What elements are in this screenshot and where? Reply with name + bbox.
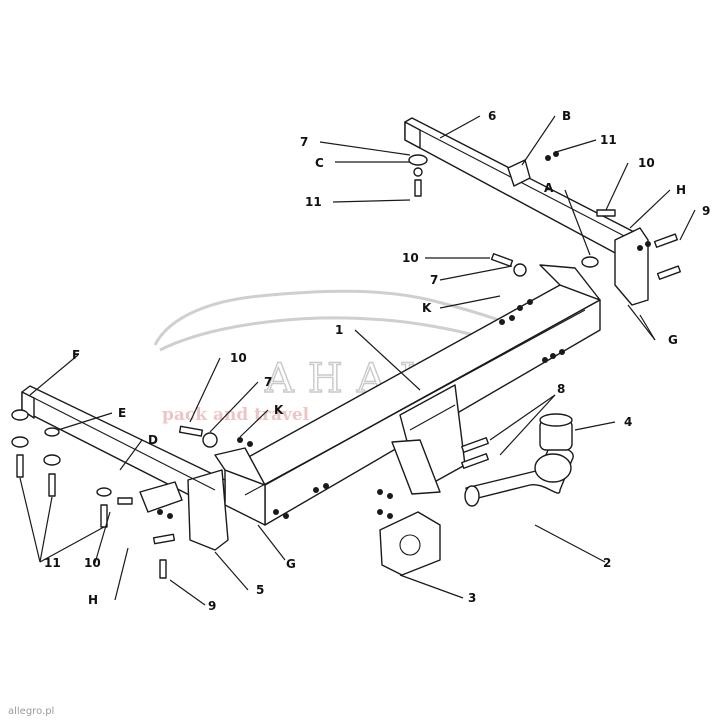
callout-H-left: H: [88, 593, 98, 607]
leader-lines: [19, 115, 696, 606]
part-4-ball-cap: [539, 413, 573, 451]
callout-K-left: K: [274, 403, 284, 417]
callout-10-bottom: 10: [84, 556, 101, 570]
callout-G-right: G: [668, 333, 678, 347]
callout-7-mid: 7: [430, 273, 438, 287]
part-5-left-bracket: [21, 385, 229, 551]
callout-F: F: [72, 348, 80, 362]
callout-E: E: [118, 406, 126, 420]
image-credit: allegro.pl: [8, 706, 54, 717]
callout-C: C: [315, 156, 324, 170]
watermark-car-roof: [153, 289, 561, 347]
callout-D: D: [148, 433, 158, 447]
callout-7-left: 7: [264, 375, 272, 389]
callout-5: 5: [256, 583, 264, 597]
center-drop-plate: [391, 384, 466, 495]
watermark-tagline: pack and travel: [162, 405, 310, 425]
callout-9-right: 9: [702, 204, 710, 218]
callout-10-top: 10: [638, 156, 655, 170]
callout-2: 2: [603, 556, 611, 570]
fasteners: [11, 151, 682, 579]
callout-7-top: 7: [300, 135, 308, 149]
callout-8: 8: [557, 382, 565, 396]
callout-3: 3: [468, 591, 476, 605]
callout-K-mid: K: [422, 301, 432, 315]
callout-H-right: H: [676, 183, 686, 197]
callout-4: 4: [624, 415, 632, 429]
callout-11-left: 11: [44, 556, 61, 570]
part-2-towball: [464, 447, 574, 507]
callout-10-mid: 10: [402, 251, 419, 265]
callout-A: A: [544, 181, 554, 195]
callout-labels: 6 B 7 C 11 11 10 A H 9 10 7 K G 1 8 4 2 …: [44, 109, 710, 613]
callout-B: B: [562, 109, 571, 123]
callout-11-top: 11: [305, 195, 322, 209]
callout-11-topright: 11: [600, 133, 617, 147]
callout-9-bottom: 9: [208, 599, 216, 613]
callout-6: 6: [488, 109, 496, 123]
callout-G-left: G: [286, 557, 296, 571]
callout-10-left: 10: [230, 351, 247, 365]
callout-1: 1: [335, 323, 343, 337]
part-3-socket-plate: [379, 511, 441, 576]
